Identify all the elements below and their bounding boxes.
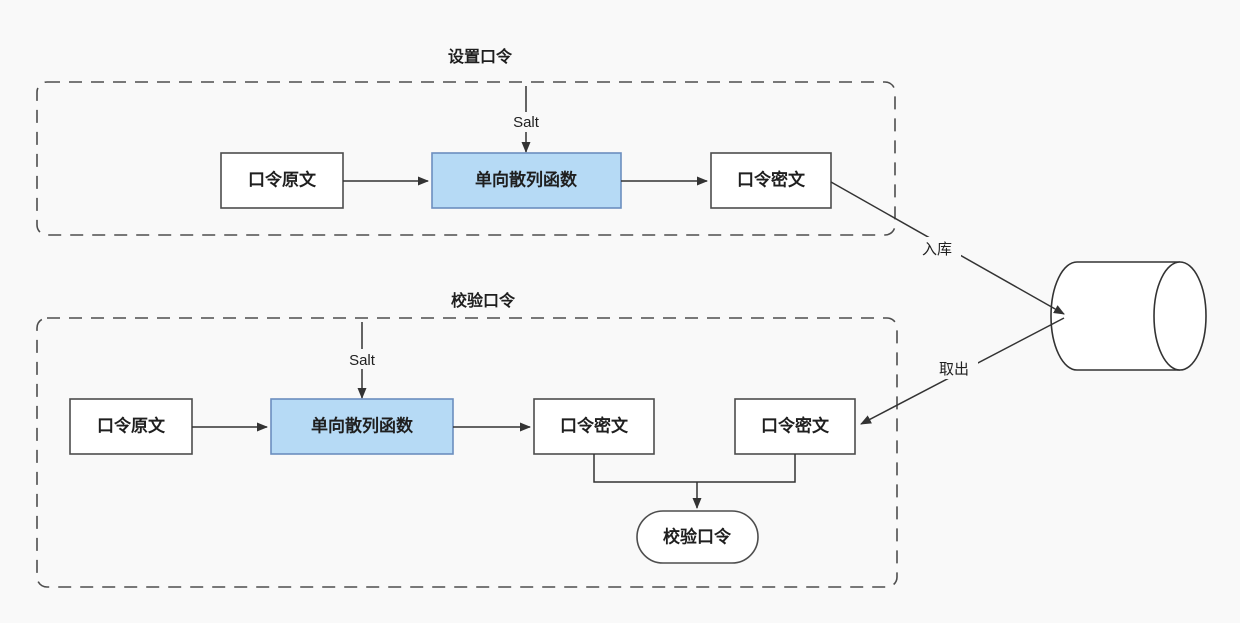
node-verify-ciphertext-computed[interactable]: 口令密文	[533, 398, 655, 455]
edge-store-label-bg	[913, 237, 961, 259]
salt-verify-label: Salt	[349, 352, 376, 369]
node-set-ciphertext[interactable]: 口令密文	[710, 152, 832, 209]
node-set-ciphertext-box[interactable]	[710, 152, 832, 209]
node-verify-hash[interactable]: 单向散列函数	[270, 398, 454, 455]
node-set-hash-box[interactable]	[431, 152, 622, 209]
group-set-password-border	[36, 81, 896, 236]
node-set-ciphertext-label: 口令密文	[737, 169, 806, 189]
salt-set-label: Salt	[513, 114, 540, 131]
group-verify-password-title-bg	[440, 288, 526, 310]
group-set-password: 设置口令	[36, 44, 896, 236]
group-set-password-title: 设置口令	[448, 47, 513, 66]
node-verify-ciphertext-computed-box[interactable]	[533, 398, 655, 455]
edge-fetch-label: 取出	[939, 361, 969, 378]
node-verify-compare-label: 校验口令	[663, 526, 732, 546]
edge-fetch-from-database: 取出	[860, 317, 1065, 425]
salt-connector-set: Salt	[503, 86, 549, 153]
node-verify-ciphertext-stored[interactable]: 口令密文	[734, 398, 856, 455]
edge-merge-to-compare	[593, 454, 796, 509]
group-set-password-title-bg	[437, 44, 523, 66]
edge-store-to-database: 入库	[830, 181, 1065, 315]
group-verify-password-title: 校验口令	[451, 291, 516, 310]
node-set-hash[interactable]: 单向散列函数	[431, 152, 622, 209]
node-verify-ciphertext-stored-label: 口令密文	[761, 415, 830, 435]
salt-verify-label-bg	[339, 349, 385, 369]
group-verify-password: 校验口令	[36, 288, 898, 588]
node-set-plaintext-label: 口令原文	[248, 169, 317, 189]
edge-merge-bus	[593, 454, 796, 483]
salt-set-label-bg	[503, 112, 549, 132]
database-icon[interactable]	[1050, 261, 1207, 371]
node-verify-compare-box[interactable]	[636, 510, 759, 564]
node-verify-compare[interactable]: 校验口令	[636, 510, 759, 564]
salt-connector-verify: Salt	[339, 322, 385, 399]
edge-fetch-label-bg	[930, 357, 978, 379]
edge-store-label: 入库	[922, 241, 952, 258]
group-verify-password-border	[36, 317, 898, 588]
database-cylinder-cap	[1153, 261, 1181, 371]
node-verify-ciphertext-computed-label: 口令密文	[560, 415, 629, 435]
node-set-plaintext[interactable]: 口令原文	[220, 152, 344, 209]
database-cylinder-body[interactable]	[1050, 261, 1207, 371]
node-verify-ciphertext-stored-box[interactable]	[734, 398, 856, 455]
node-verify-plaintext[interactable]: 口令原文	[69, 398, 193, 455]
node-verify-hash-label: 单向散列函数	[311, 415, 414, 435]
node-verify-plaintext-label: 口令原文	[97, 415, 166, 435]
node-set-hash-label: 单向散列函数	[475, 169, 578, 189]
